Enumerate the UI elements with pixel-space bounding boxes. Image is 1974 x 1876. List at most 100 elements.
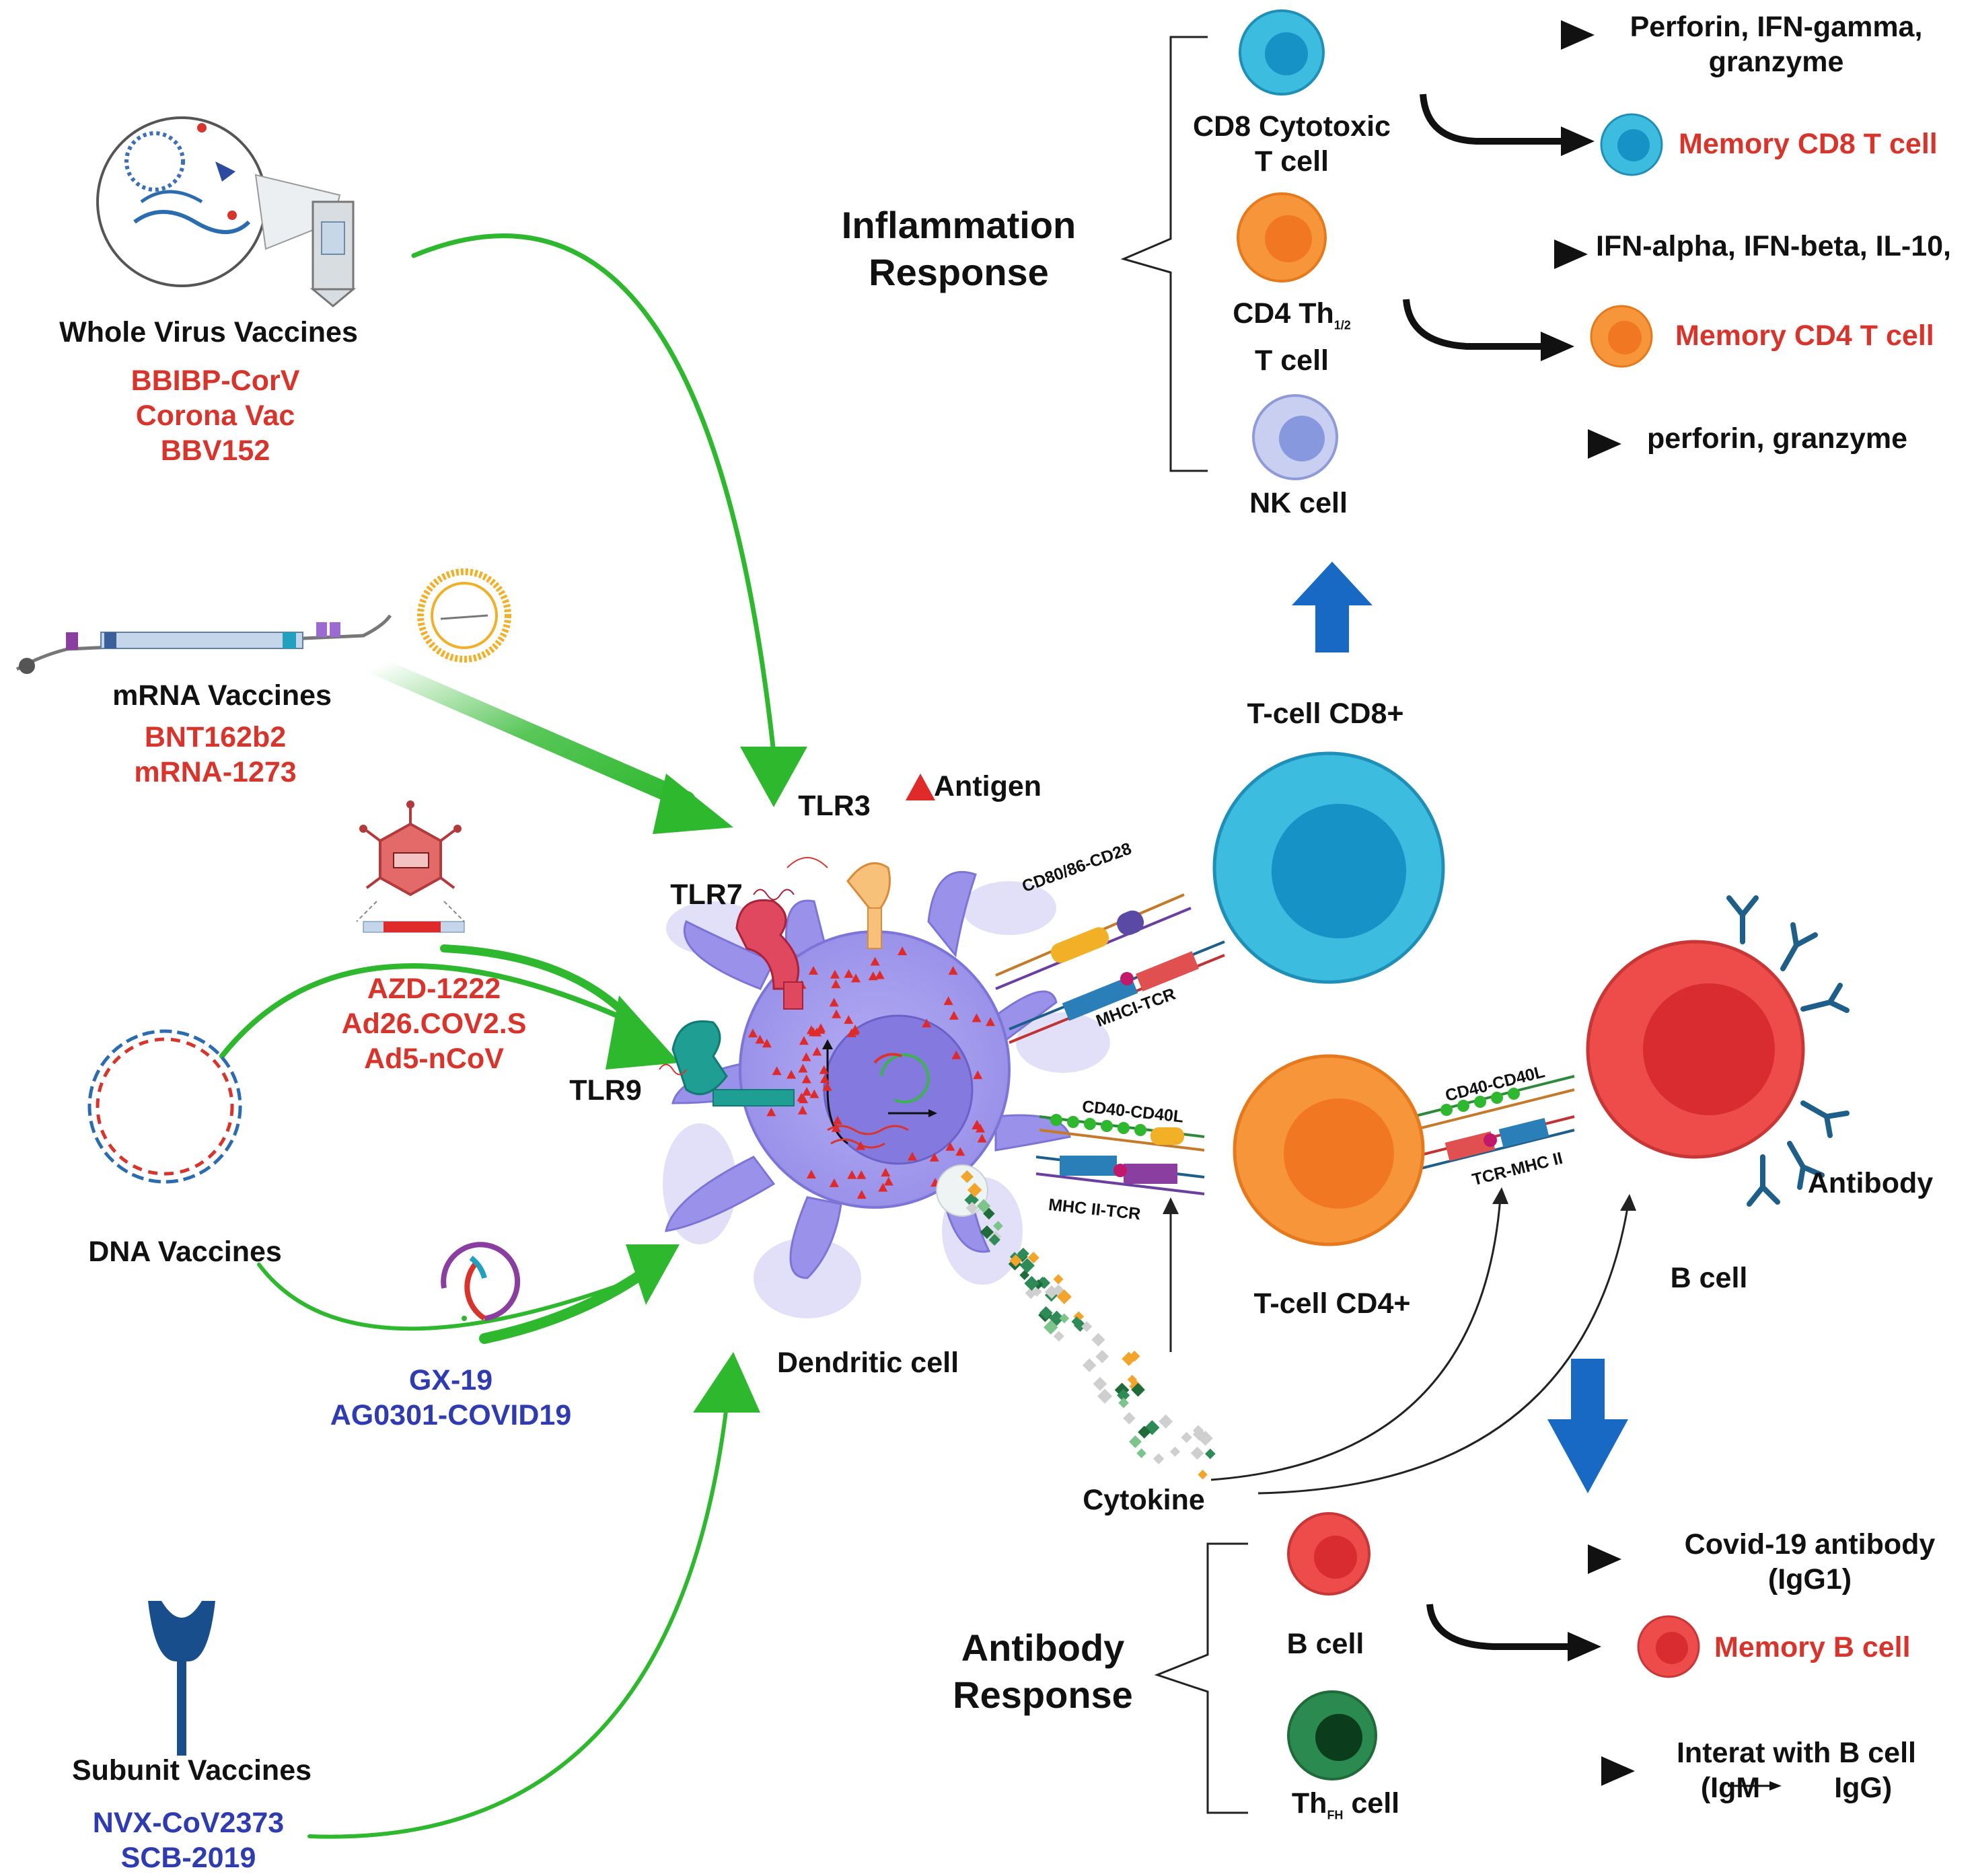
antigen-label: Antigen <box>934 770 1042 802</box>
antigen-triangle <box>850 973 861 983</box>
cytokine-dot <box>1091 1333 1105 1347</box>
antigen-triangle <box>847 1170 857 1179</box>
antigen-triangle <box>856 1141 866 1150</box>
adenovirus-icon <box>356 800 465 933</box>
antigen-triangle <box>875 970 885 979</box>
cytokine-dot <box>1190 1446 1204 1460</box>
cytokine-dot <box>1192 1427 1206 1441</box>
synapse-dc-cd4 <box>1035 1114 1205 1195</box>
antigen-triangle <box>868 971 878 981</box>
antigen-triangle <box>856 1190 867 1199</box>
antigen-triangle <box>809 1089 819 1098</box>
antigen-triangle <box>748 1028 758 1038</box>
tcell-cd8-label: T-cell CD8+ <box>1247 698 1404 730</box>
nk-cell-label: NK cell <box>1249 487 1348 519</box>
antigen-triangle <box>812 1047 822 1056</box>
tlr7-receptor <box>735 889 803 1010</box>
cytokine-dot <box>1153 1453 1165 1464</box>
arrow-subunit <box>307 1404 729 1839</box>
synapse-cd4-b <box>1412 1075 1575 1172</box>
cytokine-dot <box>1082 1358 1097 1372</box>
antigen-triangle <box>856 1170 867 1179</box>
subunit-title: Subunit Vaccines <box>71 1754 312 1787</box>
antigen-triangle <box>972 1119 982 1129</box>
antigen-triangle <box>802 1086 812 1096</box>
cytokine-dot <box>1053 1274 1064 1285</box>
cd8-cell-label: CD8 Cytotoxic T cell <box>1193 110 1391 178</box>
cytokine-dot <box>1131 1382 1145 1397</box>
tlr9-label: TLR9 <box>569 1074 642 1106</box>
tcell-cd4-large <box>1233 1054 1425 1246</box>
cytokine-dot <box>1129 1351 1140 1362</box>
cytokine-dot <box>1117 1388 1130 1402</box>
cytokine-dot <box>1093 1377 1107 1391</box>
cytokine-dot <box>1095 1349 1109 1363</box>
antigen-triangle <box>977 1133 987 1143</box>
dna-example-2: AG0301-COVID19 <box>330 1399 572 1431</box>
tlr3-label: TLR3 <box>798 790 871 822</box>
nk-small-cell <box>1252 394 1338 480</box>
cytokine-dot <box>1127 1374 1138 1385</box>
cd4-small-cell <box>1237 192 1327 283</box>
b-cell-large <box>1586 940 1805 1159</box>
memory-cd4-label: Memory CD4 T cell <box>1675 320 1934 352</box>
cytokine-dot <box>1081 1321 1093 1333</box>
antigen-triangle <box>951 1050 961 1059</box>
antigen-triangle <box>832 1115 842 1125</box>
antigen-triangle <box>878 1183 888 1192</box>
whole-virus-example-3: BBV152 <box>160 435 270 467</box>
cytokine-dot <box>1123 1412 1136 1425</box>
antigen-triangle <box>801 1052 811 1061</box>
cytokine-dot <box>1044 1320 1058 1335</box>
antigen-triangle <box>850 1024 861 1034</box>
antigen-triangle <box>797 1105 807 1115</box>
antigen-triangle <box>831 1123 841 1132</box>
b-small-cell <box>1287 1512 1370 1596</box>
cytokine-dot <box>1017 1247 1029 1260</box>
dna-title: DNA Vaccines <box>88 1236 282 1268</box>
arrow-mrna <box>367 656 696 810</box>
subunit-example-1: NVX-CoV2373 <box>92 1807 285 1839</box>
green-arrowheads <box>606 747 807 1413</box>
antigen-triangle <box>806 1025 816 1035</box>
cytokine-dot <box>960 1170 974 1183</box>
antibody-icons <box>1726 895 1850 1207</box>
tlr7-label: TLR7 <box>670 878 743 911</box>
cytokine-dot <box>1097 1388 1113 1404</box>
whole-virus-title: Whole Virus Vaccines <box>59 316 358 348</box>
memory-b-label: Memory B cell <box>1714 1631 1911 1663</box>
antigen-triangle <box>986 1017 996 1026</box>
antigen-triangle <box>830 969 840 979</box>
cytokine-dot <box>1159 1414 1173 1429</box>
tfh-small-cell <box>1287 1690 1377 1780</box>
antigen-triangle <box>801 1074 811 1084</box>
antigen-triangle <box>844 1015 854 1024</box>
antibody-response-title: Antibody Response <box>953 1626 1133 1716</box>
cytokine-dot <box>1039 1306 1053 1320</box>
cytokine-dot <box>1056 1289 1072 1304</box>
cytokine-dot <box>1128 1435 1142 1448</box>
subunit-example-2: SCB-2019 <box>120 1842 256 1874</box>
antigen-triangle <box>755 1035 765 1044</box>
adenovirus-example-3: Ad5-nCoV <box>364 1043 504 1075</box>
cytokine-dot <box>1198 1469 1208 1480</box>
antigen-legend-triangle <box>906 774 935 800</box>
cytokine-dot <box>1181 1431 1192 1443</box>
subunit-protein-icon <box>148 1601 215 1756</box>
antigen-triangle <box>822 1082 832 1091</box>
cd4-products: IFN-alpha, IFN-beta, IL-10, <box>1596 230 1951 262</box>
cytokine-dot <box>1049 1310 1064 1326</box>
antigen-triangle <box>943 996 953 1006</box>
cd8-products: Perforin, IFN-gamma, granzyme <box>1630 11 1923 78</box>
cytokine-dot <box>1019 1258 1035 1273</box>
cytokine-dot <box>1019 1270 1030 1280</box>
cytokine-dot <box>967 1183 982 1197</box>
adenovirus-example-2: Ad26.COV2.S <box>341 1008 527 1040</box>
cytokine-dot <box>1044 1285 1059 1299</box>
cytokine-dot <box>1169 1446 1181 1457</box>
antigen-triangle <box>766 1107 776 1117</box>
tcell-cd4-label: T-cell CD4+ <box>1253 1287 1411 1320</box>
antigen-triangle <box>922 1018 932 1028</box>
